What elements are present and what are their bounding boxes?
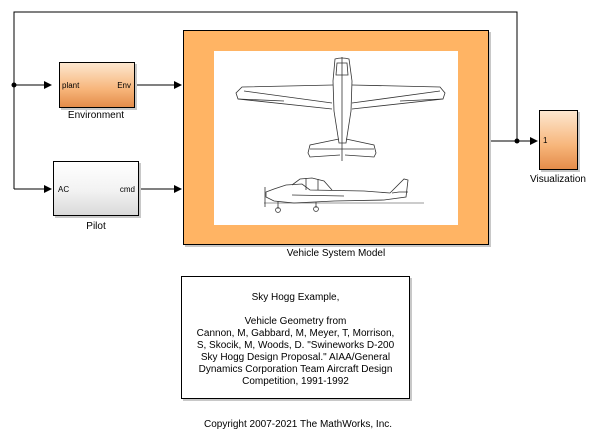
- visualization-in-port: 1: [543, 136, 548, 145]
- branch-point: [11, 82, 17, 88]
- pilot-block[interactable]: AC cmd: [53, 161, 139, 216]
- pilot-in-port: AC: [58, 185, 70, 194]
- annotation-line: [182, 304, 409, 316]
- environment-in-port: plant: [62, 81, 80, 90]
- annotation-line: Vehicle Geometry from: [244, 316, 347, 327]
- environment-label: Environment: [67, 110, 125, 121]
- annotation-line: Sky Hogg Example,: [251, 292, 340, 303]
- visualization-block[interactable]: 1: [539, 110, 578, 170]
- branch-point: [514, 138, 520, 144]
- aircraft-drawing: [214, 51, 458, 225]
- environment-block[interactable]: plant Env: [59, 62, 135, 108]
- aircraft-side-view: [264, 177, 424, 213]
- pilot-out-port: cmd: [119, 185, 135, 194]
- environment-out-port: Env: [117, 81, 131, 90]
- annotation-line: S, Skocik, M, Woods, D. "Swineworks D-20…: [196, 340, 395, 351]
- aircraft-top-view: [235, 57, 446, 161]
- copyright-text: Copyright 2007-2021 The MathWorks, Inc.: [203, 419, 393, 430]
- reference-annotation: Sky Hogg Example, Vehicle Geometry from …: [181, 276, 410, 399]
- annotation-line: Dynamics Corporation Team Aircraft Desig…: [198, 364, 393, 375]
- annotation-line: Competition, 1991-1992: [242, 376, 349, 387]
- feedback-line: [13, 11, 518, 189]
- vehicle-system-model-label: Vehicle System Model: [286, 248, 386, 259]
- pilot-label: Pilot: [86, 221, 106, 232]
- annotation-line: Sky Hogg Design Proposal." AIAA/General: [200, 352, 391, 363]
- annotation-line: Cannon, M, Gabbard, M, Meyer, T, Morriso…: [196, 328, 395, 339]
- visualization-label: Visualization: [530, 174, 586, 185]
